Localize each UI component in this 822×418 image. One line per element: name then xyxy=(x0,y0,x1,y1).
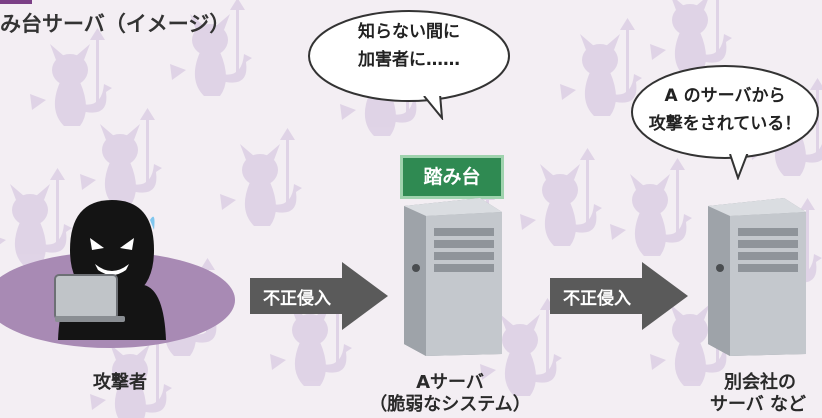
intrusion-arrow-1 xyxy=(250,262,388,330)
title-accent-bar xyxy=(0,0,32,4)
attacker-figure xyxy=(0,200,235,348)
target-thought-line1: A のサーバから xyxy=(664,86,786,106)
server-icon xyxy=(404,198,502,356)
server-a-caption-line1: Aサーバ xyxy=(416,372,484,393)
intrusion-arrow-1-label: 不正侵入 xyxy=(263,288,331,309)
victim-thought-line2: 加害者に…… xyxy=(358,50,460,70)
intrusion-arrow-2 xyxy=(550,262,688,330)
target-thought-line2: 攻撃をされている！ xyxy=(648,114,802,134)
stepping-stone-label: 踏み台 xyxy=(400,155,504,199)
attacker-caption: 攻撃者 xyxy=(93,372,147,393)
other-server-caption-line1: 別会社の xyxy=(724,372,796,393)
target-thought-bubble xyxy=(631,65,819,180)
server-a xyxy=(404,198,502,356)
victim-thought-line1: 知らない間に xyxy=(358,22,460,42)
victim-thought-bubble xyxy=(308,10,510,120)
server-icon xyxy=(708,198,806,356)
other-company-server xyxy=(708,198,806,356)
laptop-icon xyxy=(54,274,125,322)
diagram-title: み台サーバ（イメージ） xyxy=(0,12,231,36)
intrusion-arrow-2-label: 不正侵入 xyxy=(563,288,631,309)
server-a-caption-line2: （脆弱なシステム） xyxy=(369,394,531,415)
other-server-caption-line2: サーバ など xyxy=(709,394,807,415)
